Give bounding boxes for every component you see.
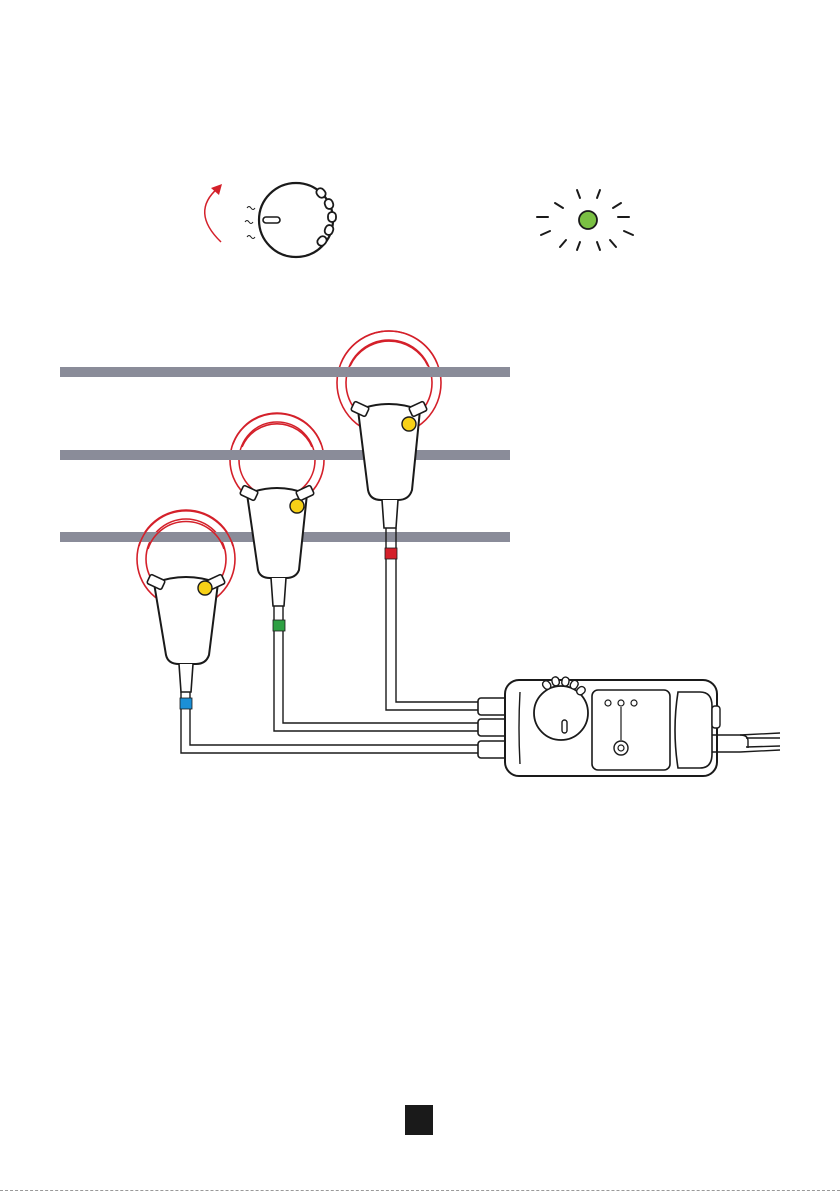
phase-tag-green xyxy=(273,620,285,631)
phase-tag-blue xyxy=(180,698,192,709)
rotation-arrow-icon xyxy=(205,184,222,242)
led-lit-icon xyxy=(537,190,633,250)
page-marker xyxy=(405,1105,433,1135)
indicator-dot-3 xyxy=(198,581,212,595)
phase-tag-red xyxy=(385,548,397,559)
box-led-1 xyxy=(605,700,611,706)
probe-head-1 xyxy=(351,401,428,528)
box-led-2 xyxy=(618,700,624,706)
indicator-dot-2 xyxy=(290,499,304,513)
range-dial-icon xyxy=(259,183,336,257)
probe-head-2 xyxy=(240,485,315,606)
probe-head-3 xyxy=(147,574,226,692)
indicator-dot-1 xyxy=(402,417,416,431)
box-led-3 xyxy=(631,700,637,706)
range-marks xyxy=(245,207,255,239)
conductor-2 xyxy=(60,450,510,460)
adapter-box-icon xyxy=(478,676,780,776)
cut-line xyxy=(0,1190,840,1191)
conductor-1 xyxy=(60,367,510,377)
